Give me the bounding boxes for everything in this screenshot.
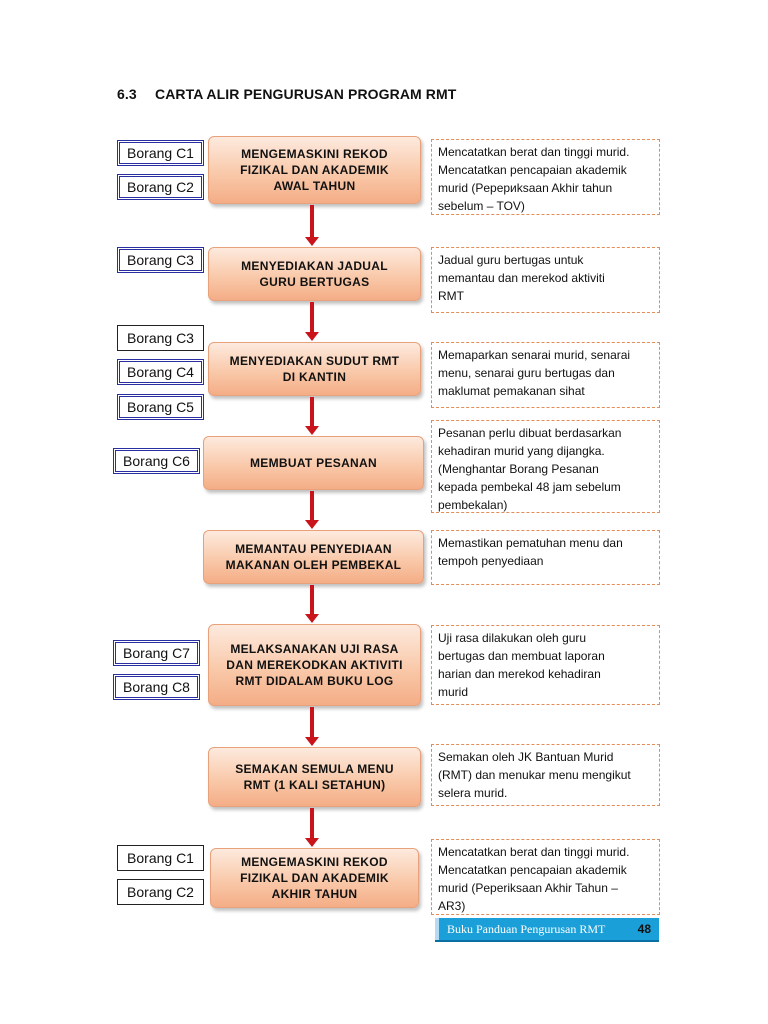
section-number: 6.3: [117, 86, 137, 102]
form-borang-c4: Borang C4: [117, 359, 204, 385]
form-borang-c2: Borang C2: [117, 174, 204, 200]
flow-arrow-down-icon: [305, 707, 319, 747]
flow-arrow-down-icon: [305, 491, 319, 530]
flow-arrow-down-icon: [305, 397, 319, 436]
note-membuat-pesanan: Pesanan perlu dibuat berdasarkan kehadir…: [431, 420, 660, 513]
process-box-jadual-guru: MENYEDIAKAN JADUAL GURU BERTUGAS: [208, 247, 421, 301]
footer-bar: Buku Panduan Pengurusan RMT 48: [435, 918, 659, 942]
page-number: 48: [637, 922, 651, 936]
form-borang-c2: Borang C2: [117, 879, 204, 905]
note-sudut-rmt: Memaparkan senarai murid, senarai menu, …: [431, 342, 660, 408]
flow-arrow-down-icon: [305, 302, 319, 342]
flow-arrow-down-icon: [305, 808, 319, 848]
note-uji-rasa: Uji rasa dilakukan oleh guru bertugas da…: [431, 625, 660, 705]
form-borang-c6: Borang C6: [113, 448, 200, 474]
section-title: CARTA ALIR PENGURUSAN PROGRAM RMT: [155, 86, 457, 102]
form-borang-c5: Borang C5: [117, 394, 204, 420]
note-jadual-guru: Jadual guru bertugas untuk memantau dan …: [431, 247, 660, 313]
form-borang-c3: Borang C3: [117, 325, 204, 351]
note-rekod-awal-tahun: Mencatatkan berat dan tinggi murid. Menc…: [431, 139, 660, 215]
process-box-rekod-awal-tahun: MENGEMASKINI REKOD FIZIKAL DAN AKADEMIK …: [208, 136, 421, 204]
form-borang-c1: Borang C1: [117, 140, 204, 166]
form-borang-c1: Borang C1: [117, 845, 204, 871]
note-semakan-menu: Semakan oleh JK Bantuan Murid (RMT) dan …: [431, 744, 660, 806]
section-heading: 6.3 CARTA ALIR PENGURUSAN PROGRAM RMT: [117, 86, 456, 102]
process-box-sudut-rmt: MENYEDIAKAN SUDUT RMT DI KANTIN: [208, 342, 421, 396]
note-rekod-akhir-tahun: Mencatatkan berat dan tinggi murid. Menc…: [431, 839, 660, 915]
footer-edge: [435, 918, 439, 940]
process-box-semakan-menu: SEMAKAN SEMULA MENU RMT (1 KALI SETAHUN): [208, 747, 421, 807]
form-borang-c3: Borang C3: [117, 247, 204, 273]
flow-arrow-down-icon: [305, 205, 319, 247]
process-box-rekod-akhir-tahun: MENGEMASKINI REKOD FIZIKAL DAN AKADEMIK …: [210, 848, 419, 908]
process-box-uji-rasa: MELAKSANAKAN UJI RASA DAN MEREKODKAN AKT…: [208, 624, 421, 706]
footer-title: Buku Panduan Pengurusan RMT: [447, 921, 606, 936]
process-box-membuat-pesanan: MEMBUAT PESANAN: [203, 436, 424, 490]
form-borang-c8: Borang C8: [113, 674, 200, 700]
flow-arrow-down-icon: [305, 585, 319, 624]
form-borang-c7: Borang C7: [113, 640, 200, 666]
process-box-memantau-penyediaan: MEMANTAU PENYEDIAAN MAKANAN OLEH PEMBEKA…: [203, 530, 424, 584]
note-memantau-penyediaan: Memastikan pematuhan menu dan tempoh pen…: [431, 530, 660, 585]
